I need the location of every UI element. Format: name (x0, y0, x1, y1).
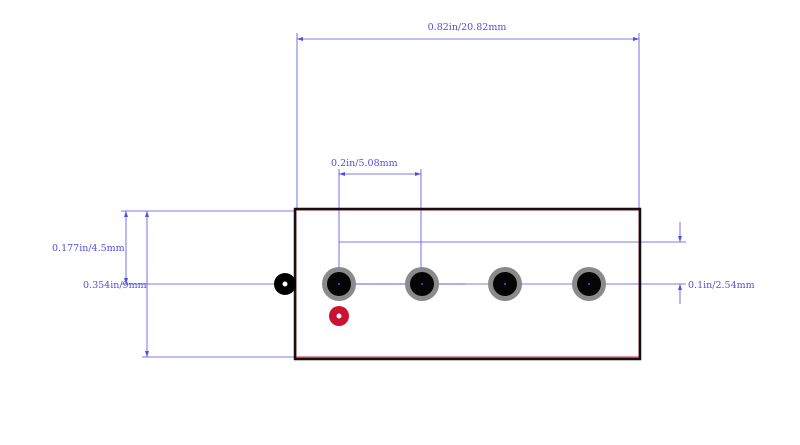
half-height-label: 0.177in/4.5mm (52, 243, 125, 254)
pin1-marker (329, 306, 349, 326)
half-height-dimension: 0.177in/4.5mm (52, 210, 295, 285)
pitch-label: 0.2in/5.08mm (331, 158, 398, 169)
pad-1 (322, 267, 356, 301)
pitch-dimension: 0.2in/5.08mm (331, 158, 422, 284)
pad-2 (405, 267, 439, 301)
pad-offset-dimension: 0.1in/2.54mm (339, 222, 755, 304)
total-height-dimension: 0.354in/9mm (83, 211, 295, 358)
pad-4 (572, 267, 606, 301)
pad-3 (488, 267, 522, 301)
origin-marker (274, 273, 296, 295)
overall-width-label: 0.82in/20.82mm (428, 22, 507, 33)
overall-width-dimension: 0.82in/20.82mm (296, 22, 640, 210)
pad-offset-label: 0.1in/2.54mm (688, 280, 755, 291)
total-height-label: 0.354in/9mm (83, 280, 147, 291)
